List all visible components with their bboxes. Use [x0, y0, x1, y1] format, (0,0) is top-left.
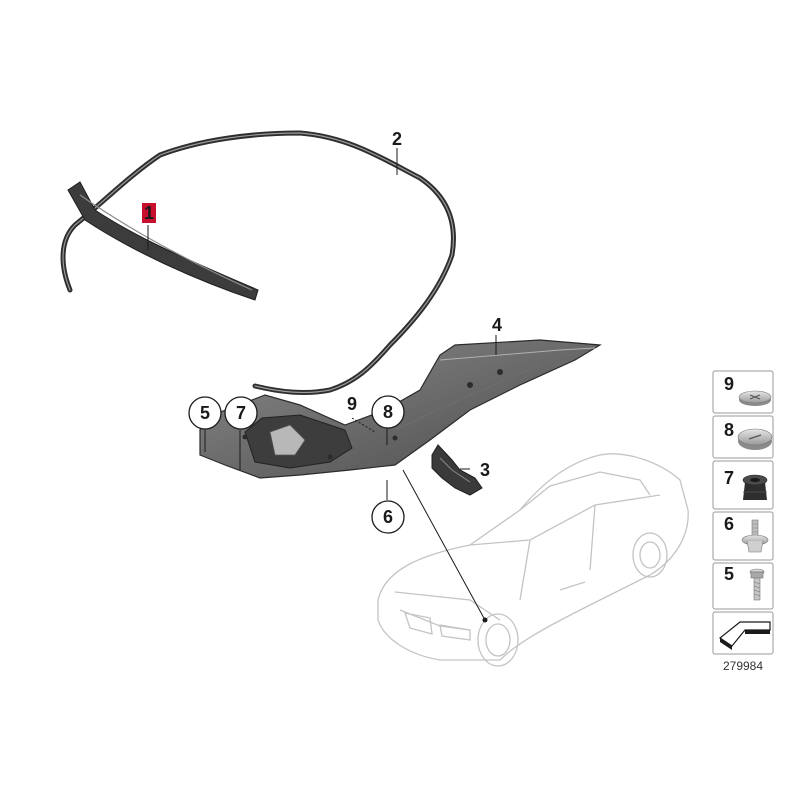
diagram-number: 279984 — [723, 659, 763, 673]
flat-cap-with-cross-icon — [738, 390, 772, 406]
legend-item-6[interactable]: 6 — [712, 511, 774, 561]
legend-number: 9 — [724, 374, 734, 394]
legend-number: 7 — [724, 468, 734, 488]
callout-8[interactable]: 8 — [371, 395, 405, 429]
leader-lines — [147, 148, 497, 621]
callout-7-label: 7 — [236, 403, 246, 423]
legend-item-7[interactable]: 7 — [712, 460, 774, 510]
car-outline — [377, 453, 689, 667]
legend-item-8[interactable]: 8 — [712, 415, 774, 459]
leader-dot — [482, 617, 488, 623]
callout-4-label[interactable]: 4 — [492, 315, 502, 335]
expanding-rivet-icon — [741, 519, 769, 553]
callout-5-label: 5 — [200, 403, 210, 423]
bracket — [431, 444, 483, 496]
callout-7[interactable]: 7 — [224, 396, 258, 430]
callout-1[interactable]: 1 — [142, 203, 156, 223]
callout-1-label: 1 — [144, 203, 154, 223]
callout-6[interactable]: 6 — [371, 500, 405, 534]
callout-2-label[interactable]: 2 — [392, 129, 402, 149]
legend-number: 8 — [724, 420, 734, 440]
callout-3-label[interactable]: 3 — [480, 460, 490, 480]
legend-number: 6 — [724, 514, 734, 534]
flat-cap-with-slot-icon — [737, 428, 773, 450]
fastener-legend: 9 8 7 — [712, 370, 774, 673]
expanding-grommet-icon — [742, 474, 768, 500]
legend-item-5[interactable]: 5 — [712, 562, 774, 610]
legend-item-9[interactable]: 9 — [712, 370, 774, 414]
callout-5[interactable]: 5 — [188, 396, 222, 430]
callout-8-label: 8 — [383, 402, 393, 422]
callout-9-label[interactable]: 9 — [347, 394, 357, 414]
windscreen-seal-strip — [67, 181, 259, 301]
highlight-box — [142, 203, 156, 223]
callout-6-label: 6 — [383, 507, 393, 527]
seal-loop — [60, 130, 456, 396]
screw-icon — [749, 568, 765, 601]
legend-wedge[interactable] — [712, 611, 774, 655]
wedge-template-icon — [718, 621, 771, 650]
legend-number: 5 — [724, 564, 734, 584]
